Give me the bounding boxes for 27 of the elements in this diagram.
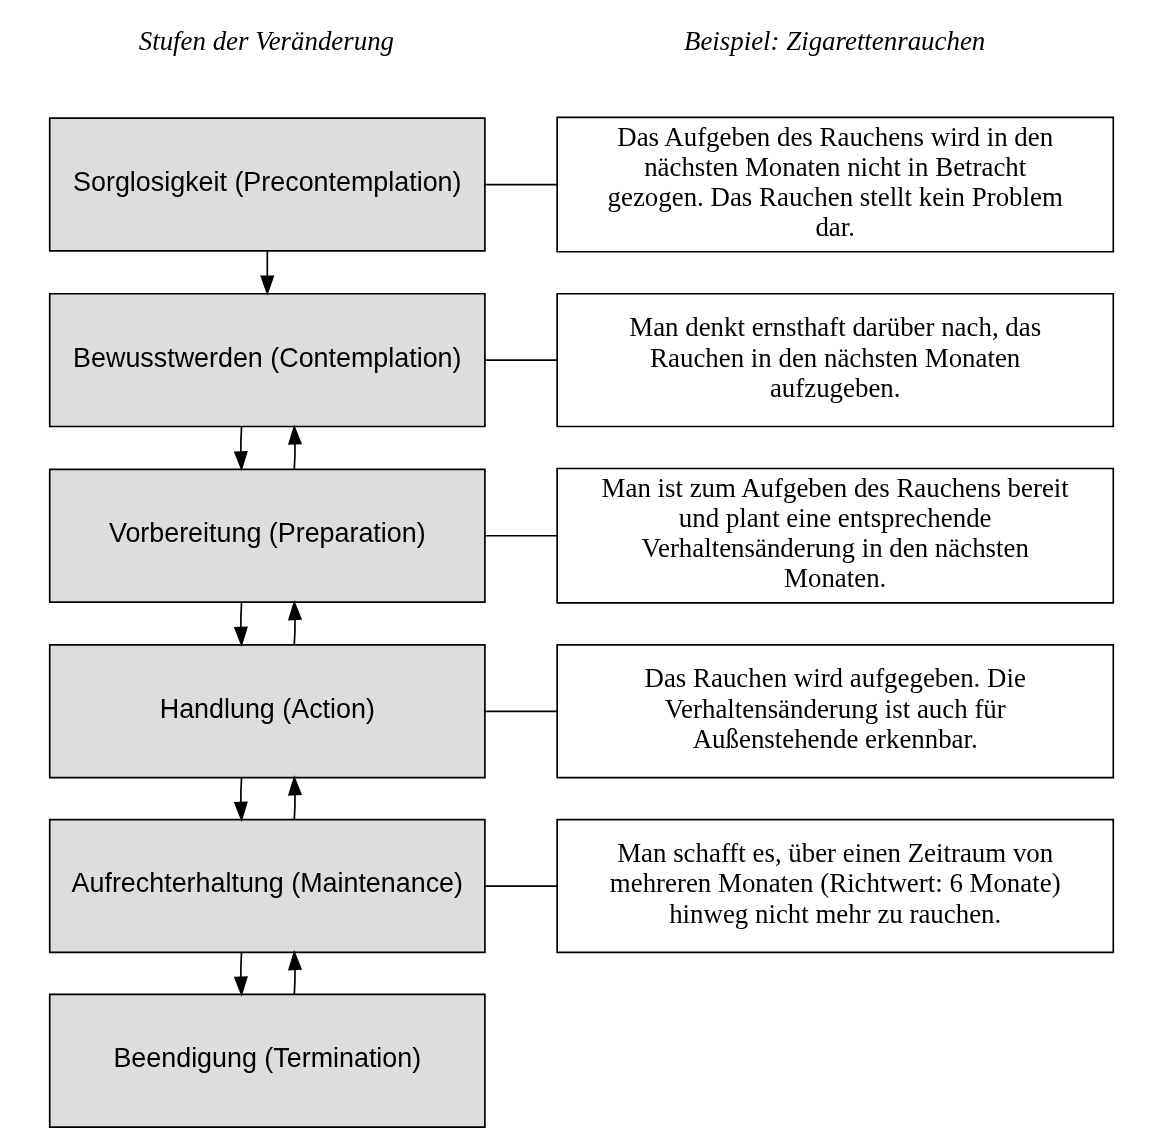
connector: [484, 534, 558, 537]
node-box: Man schafft es, über einen Zeitraum von mehreren Monaten (Richtwert: 6 Monate) hinweg nicht mehr zu rauchen.: [556, 818, 1115, 954]
connector: [484, 710, 558, 713]
arrow: [287, 599, 303, 646]
label: Stufen der Veränderung: [138, 25, 395, 56]
arrow: [233, 776, 248, 822]
node-box: Sorglosigkeit (Precontemplation): [48, 117, 486, 252]
arrow: [287, 424, 303, 470]
arrow: [260, 250, 275, 296]
connector: [484, 885, 558, 887]
arrow: [233, 601, 248, 647]
label: Beispiel: Zigarettenrauchen: [683, 25, 986, 56]
arrow: [287, 949, 303, 996]
node-box: Das Rauchen wird aufgegeben. Die Verhaltensänderung ist auch für Außenstehende erkennbar.: [556, 644, 1115, 779]
node-box: Vorbereitung (Preparation): [48, 468, 486, 603]
node-box: Man ist zum Aufgeben des Rauchens bereit und plant eine entsprechende Verhaltensänderung in den nächsten Monaten.: [556, 467, 1115, 604]
node-box: Handlung (Action): [48, 644, 486, 779]
node-box: Aufrechterhaltung (Maintenance): [48, 818, 486, 954]
connector: [484, 183, 558, 186]
node-box: Das Aufgeben des Rauchens wird in den nächsten Monaten nicht in Betracht gezogen. Das Rauchen stellt kein Problem dar.: [556, 116, 1115, 253]
arrow: [287, 775, 303, 821]
node-box: Beendigung (Termination): [48, 993, 486, 1128]
node-box: Man denkt ernsthaft darüber nach, das Rauchen in den nächsten Monaten aufzugeben.: [556, 292, 1115, 428]
node-box: Bewusstwerden (Contemplation): [48, 292, 486, 428]
connector: [484, 359, 558, 361]
arrow: [233, 426, 248, 472]
arrow: [233, 951, 248, 997]
